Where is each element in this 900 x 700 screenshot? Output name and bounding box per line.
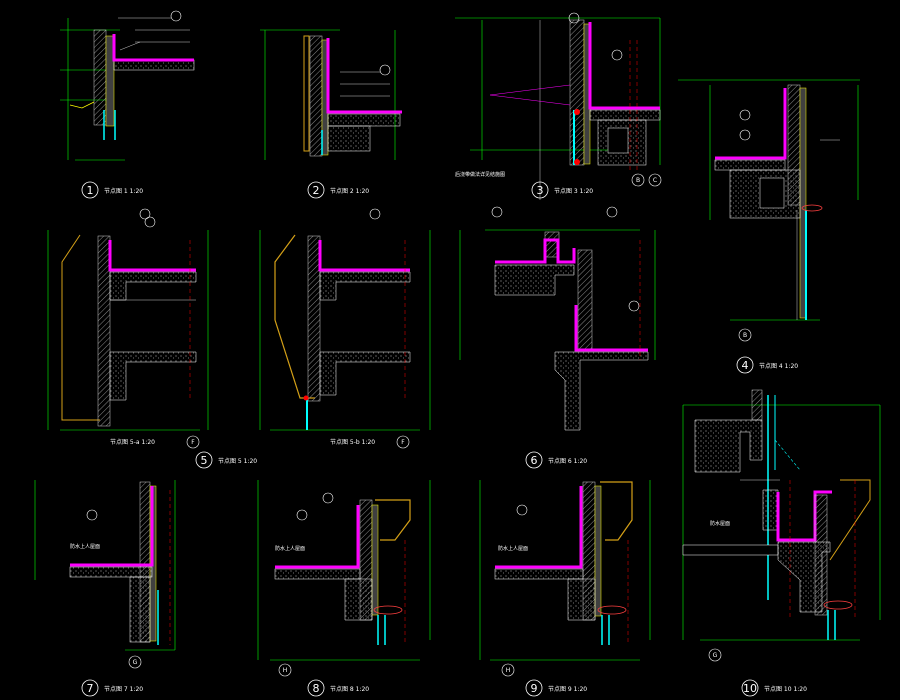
detail-7-label: 7 节点图 7 1:20 bbox=[81, 679, 143, 697]
detail-4-number: 4 bbox=[742, 359, 749, 372]
detail-10-axis: G bbox=[713, 652, 718, 659]
detail-3-axis-c: C bbox=[653, 177, 657, 184]
detail-5a-axis: F bbox=[191, 439, 195, 446]
detail-9: 防水上人屋面 H bbox=[479, 480, 651, 677]
detail-6 bbox=[459, 206, 656, 431]
detail-2-label: 2 节点图 2 1:20 bbox=[307, 181, 369, 199]
detail-5-caption: 节点图 5 1:20 bbox=[218, 457, 257, 465]
detail-10-label: 10 节点图 10 1:20 bbox=[741, 679, 807, 697]
detail-3-axis-b: B bbox=[636, 177, 640, 184]
detail-5b: F 节点图 5-b 1:20 bbox=[259, 208, 431, 449]
detail-1 bbox=[60, 10, 195, 161]
detail-7-axis: G bbox=[133, 659, 138, 666]
detail-3-note: 后浇带做法详见结施图 bbox=[455, 171, 505, 178]
detail-9-caption: 节点图 9 1:20 bbox=[548, 685, 587, 693]
detail-5b-axis: F bbox=[401, 439, 405, 446]
detail-1-number: 1 bbox=[87, 184, 94, 197]
detail-8-axis: H bbox=[283, 667, 288, 674]
detail-5b-caption: 节点图 5-b 1:20 bbox=[330, 438, 375, 446]
detail-3-label: 3 节点图 3 1:20 bbox=[531, 181, 593, 199]
detail-9-axis: H bbox=[506, 667, 511, 674]
detail-6-label: 6 节点图 6 1:20 bbox=[525, 451, 587, 469]
detail-3: 后浇带做法详见结施图 B C bbox=[455, 12, 662, 200]
detail-10-note: 防水屋面 bbox=[710, 520, 730, 527]
detail-8: 防水上人屋面 H bbox=[257, 480, 431, 677]
detail-5a-caption: 节点图 5-a 1:20 bbox=[110, 438, 155, 446]
detail-10: 防水屋面 G bbox=[682, 389, 881, 662]
detail-2-number: 2 bbox=[313, 184, 320, 197]
detail-8-label: 8 节点图 8 1:20 bbox=[307, 679, 369, 697]
detail-4-caption: 节点图 4 1:20 bbox=[759, 362, 798, 370]
detail-3-caption: 节点图 3 1:20 bbox=[554, 187, 593, 195]
detail-7-note: 防水上人屋面 bbox=[70, 543, 100, 550]
detail-8-caption: 节点图 8 1:20 bbox=[330, 685, 369, 693]
detail-6-number: 6 bbox=[531, 454, 538, 467]
detail-1-label: 1 节点图 1 1:20 bbox=[81, 181, 143, 199]
detail-6-caption: 节点图 6 1:20 bbox=[548, 457, 587, 465]
detail-5a: F 节点图 5-a 1:20 bbox=[47, 208, 209, 449]
detail-4-label: 4 节点图 4 1:20 bbox=[736, 356, 798, 374]
detail-7: 防水上人屋面 G bbox=[34, 480, 176, 669]
detail-8-number: 8 bbox=[313, 682, 320, 695]
detail-5-label: 5 节点图 5 1:20 bbox=[195, 451, 257, 469]
detail-5-number: 5 bbox=[201, 454, 208, 467]
detail-8-note: 防水上人屋面 bbox=[275, 545, 305, 552]
detail-10-caption: 节点图 10 1:20 bbox=[764, 685, 807, 693]
detail-9-label: 9 节点图 9 1:20 bbox=[525, 679, 587, 697]
detail-3-number: 3 bbox=[537, 184, 544, 197]
detail-2 bbox=[260, 29, 402, 160]
detail-4-axis-b: B bbox=[743, 332, 747, 339]
detail-2-caption: 节点图 2 1:20 bbox=[330, 187, 369, 195]
detail-7-number: 7 bbox=[87, 682, 94, 695]
detail-9-note: 防水上人屋面 bbox=[498, 545, 528, 552]
detail-1-caption: 节点图 1 1:20 bbox=[104, 187, 143, 195]
detail-7-caption: 节点图 7 1:20 bbox=[104, 685, 143, 693]
detail-4: B bbox=[678, 79, 860, 342]
detail-9-number: 9 bbox=[531, 682, 538, 695]
detail-10-number: 10 bbox=[743, 682, 757, 695]
